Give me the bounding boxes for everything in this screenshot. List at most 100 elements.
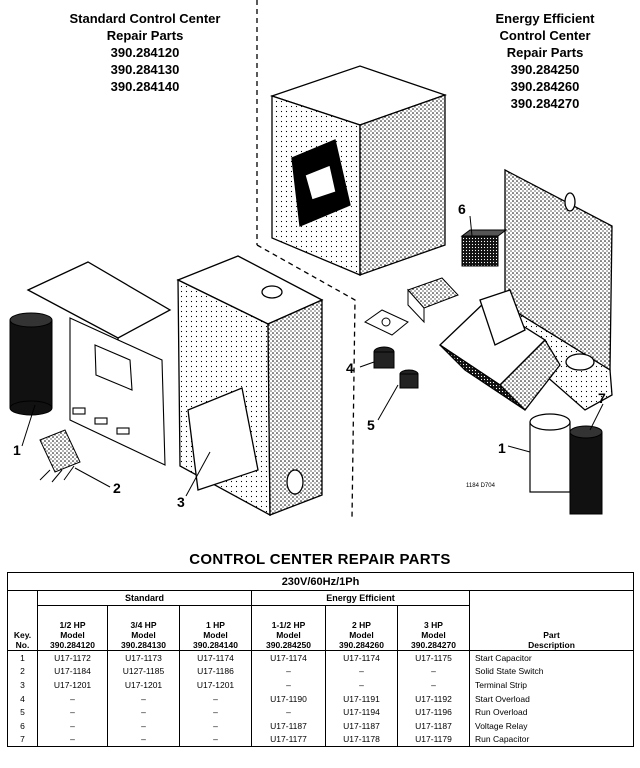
col-model-number: 390.284130 — [121, 640, 166, 650]
key-spacer — [7, 590, 38, 606]
part-number-cell: – — [179, 691, 252, 706]
col-key: Key. No. — [7, 605, 38, 651]
part-number-cell: – — [107, 705, 180, 719]
col-key-line2: No. — [15, 640, 30, 650]
col-hp: 1 HP — [206, 620, 225, 630]
part-number-cell: – — [107, 718, 180, 733]
callout-labels: 1 2 3 4 5 6 7 1 1184 D704 — [13, 201, 606, 510]
energy-panel — [504, 168, 613, 411]
part-number-cell: U17-1173 — [107, 650, 180, 665]
part-number-cell: U17-1174 — [251, 650, 326, 665]
part-number-cell: – — [37, 691, 108, 706]
start-overload — [373, 346, 395, 369]
part-number-cell: – — [37, 732, 108, 748]
part-description: Terminal Strip — [468, 678, 635, 692]
col-model-4: 1-1/2 HP Model 390.284250 — [251, 605, 326, 651]
callout-5: 5 — [367, 417, 375, 433]
part-number-cell: – — [37, 705, 108, 719]
part-description: Voltage Relay — [468, 718, 635, 733]
part-number-cell: U17-1177 — [251, 732, 326, 748]
energy-subtitle: Repair Parts — [506, 45, 584, 60]
col-model-label: Model — [349, 630, 374, 640]
part-number-cell: U17-1192 — [397, 691, 470, 706]
standard-start-capacitor — [9, 312, 53, 416]
part-number-cell: – — [37, 718, 108, 733]
col-model-label: Model — [276, 630, 301, 640]
standard-title: Standard Control Center — [69, 11, 221, 26]
part-description: Start Capacitor — [468, 650, 635, 665]
col-desc-line2: Description — [528, 640, 575, 650]
part-number-cell: – — [107, 732, 180, 748]
part-description: Run Capacitor — [468, 732, 635, 748]
part-number-cell: U17-1178 — [325, 732, 398, 748]
part-number-cell: U17-1201 — [37, 678, 108, 692]
part-description: Run Overload — [468, 705, 635, 719]
key-number: 4 — [7, 691, 38, 706]
energy-model-1: 390.284250 — [510, 62, 580, 77]
part-number-cell: U17-1184 — [37, 664, 108, 679]
col-model-6: 3 HP Model 390.284270 — [397, 605, 470, 651]
callout-2: 2 — [113, 480, 121, 496]
standard-model-2: 390.284130 — [110, 62, 180, 77]
terminal-block — [407, 277, 459, 324]
col-model-label: Model — [421, 630, 446, 640]
key-number: 5 — [7, 705, 38, 719]
part-number-cell: – — [251, 664, 326, 679]
col-hp: 1/2 HP — [59, 620, 86, 630]
callout-4: 4 — [346, 360, 354, 376]
col-model-number: 390.284140 — [193, 640, 238, 650]
standard-housing — [176, 255, 324, 517]
key-number: 2 — [7, 664, 38, 679]
callout-6: 6 — [458, 201, 466, 217]
col-description: Part Description — [468, 605, 635, 651]
part-number-cell: U17-1201 — [179, 678, 252, 692]
col-hp: 3 HP — [424, 620, 443, 630]
col-key-line1: Key. — [13, 630, 32, 640]
part-number-cell: U17-1186 — [179, 664, 252, 679]
col-model-1: 1/2 HP Model 390.284120 — [37, 605, 108, 651]
col-model-2: 3/4 HP Model 390.284130 — [107, 605, 180, 651]
part-number-cell: U17-1179 — [397, 732, 470, 748]
desc-spacer — [468, 590, 635, 606]
energy-model-3: 390.284270 — [510, 96, 580, 111]
voltage-relay — [460, 229, 508, 267]
col-model-number: 390.284120 — [50, 640, 95, 650]
col-model-number: 390.284270 — [411, 640, 456, 650]
part-number-cell: U17-1187 — [397, 718, 470, 733]
part-number-cell: – — [397, 678, 470, 692]
standard-subtitle: Repair Parts — [106, 28, 184, 43]
part-description: Start Overload — [468, 691, 635, 706]
part-number-cell: U17-1187 — [251, 718, 326, 733]
standard-model-3: 390.284140 — [110, 79, 180, 94]
run-overload — [399, 369, 419, 389]
part-number-cell: – — [325, 664, 398, 679]
part-number-cell: U17-1191 — [325, 691, 398, 706]
callout-3: 3 — [177, 494, 185, 510]
solid-state-switch — [39, 429, 81, 483]
part-number-cell: – — [251, 678, 326, 692]
part-number-cell: – — [107, 691, 180, 706]
part-number-cell: U17-1172 — [37, 650, 108, 665]
repair-parts-table: 230V/60Hz/1Ph Standard Energy Efficient … — [6, 572, 635, 748]
mount-bracket — [364, 309, 409, 336]
key-number: 6 — [7, 718, 38, 733]
table-title: CONTROL CENTER REPAIR PARTS — [189, 551, 451, 568]
callout-1-left: 1 — [13, 442, 21, 458]
energy-tray — [438, 289, 561, 411]
part-number-cell: U127-1185 — [107, 664, 180, 679]
col-desc-line1: Part — [543, 630, 560, 640]
dashed-divider — [256, 0, 356, 519]
key-number: 3 — [7, 678, 38, 692]
energy-cover-box — [269, 65, 447, 276]
col-model-number: 390.284250 — [266, 640, 311, 650]
part-number-cell: U17-1187 — [325, 718, 398, 733]
part-number-cell: – — [179, 718, 252, 733]
part-number-cell: U17-1174 — [325, 650, 398, 665]
